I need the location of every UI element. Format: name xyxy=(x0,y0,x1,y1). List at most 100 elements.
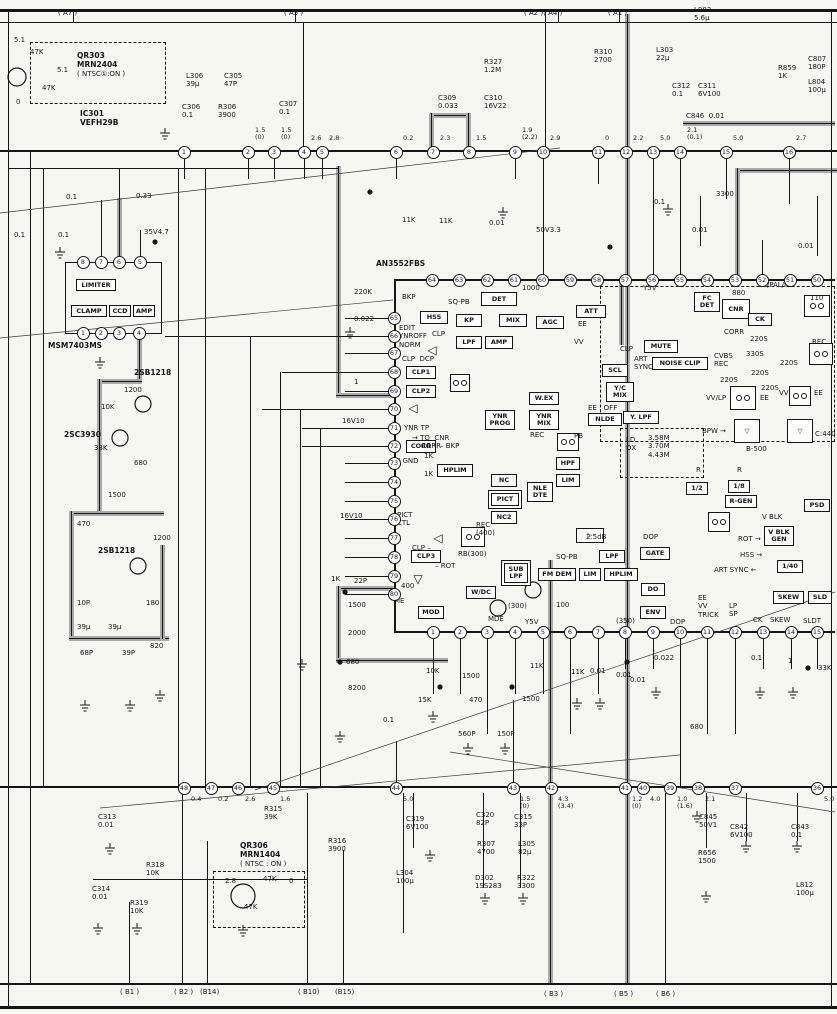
bus-core-wire xyxy=(336,660,448,661)
label-2sb1218: 2SB1218 xyxy=(134,368,172,377)
label-c-440: C:440 xyxy=(815,430,836,438)
pin-16-voltage: 2.7 xyxy=(796,134,807,142)
label-clp-dcp: CLP DCP xyxy=(402,355,434,363)
wire xyxy=(513,700,514,786)
label-ntsc-on: ( NTSC : ON ) xyxy=(240,860,287,868)
pin-5: 5 xyxy=(315,145,329,159)
label-l303: L303 22μ xyxy=(656,46,674,63)
ground-symbol xyxy=(93,923,103,935)
label-10k: 10K xyxy=(101,403,115,411)
label-0-1: 0.1 xyxy=(654,198,666,206)
wire xyxy=(700,196,701,246)
label-clp: CLP xyxy=(620,345,634,353)
block-noise-clip: NOISE CLIP xyxy=(652,357,708,370)
pin-14-voltage: 2.1 (0.1) xyxy=(687,126,703,142)
pin-64: 64 xyxy=(425,273,439,287)
label-470: 470 xyxy=(77,520,91,528)
label-0-01: 0.01 xyxy=(616,671,632,679)
ground-symbol xyxy=(692,811,702,823)
amp-symbol: ◁ xyxy=(427,342,437,357)
block-psd: PSD xyxy=(804,499,830,512)
label-11k: 11K xyxy=(439,217,453,225)
pin-11-voltage: 0 xyxy=(605,134,610,142)
bus-core-wire xyxy=(139,336,140,384)
pin-42: 42 xyxy=(544,781,558,795)
label-880: 880 xyxy=(732,289,746,297)
label-v-blk: V BLK xyxy=(762,513,783,521)
wire xyxy=(831,9,832,1007)
label-680: 680 xyxy=(690,723,704,731)
wire xyxy=(345,391,389,392)
switch-symbol xyxy=(461,527,485,547)
label-b10: ( B10) xyxy=(298,988,320,996)
wire xyxy=(165,336,389,337)
label-c807: C807 180P xyxy=(808,55,827,72)
pin-5: 5 xyxy=(133,255,147,269)
wire xyxy=(182,793,183,983)
ground-symbol xyxy=(160,128,170,140)
bus-core-wire xyxy=(69,638,169,639)
label-1: 1 xyxy=(354,378,359,386)
label-edit: EDIT YNROFF NORM xyxy=(399,324,427,349)
label-0-1: 0.1 xyxy=(58,231,70,239)
transistor-symbol xyxy=(524,581,542,599)
block-sub-lpf: SUB LPF xyxy=(504,563,528,583)
label-c306: C306 0.1 xyxy=(182,103,201,120)
label-sldt: SLDT xyxy=(803,617,822,625)
label-10k: 10K xyxy=(426,667,440,675)
ground-symbol xyxy=(663,204,673,216)
label-mde: MDE xyxy=(488,615,504,623)
ground-symbol xyxy=(155,690,165,702)
block-ck: CK xyxy=(748,313,772,326)
ground-symbol xyxy=(425,850,435,862)
wire xyxy=(433,639,434,694)
wire xyxy=(345,501,389,502)
label-rot: ROT → xyxy=(738,535,761,543)
label-r859: R859 1K xyxy=(778,64,797,81)
pin-44: 44 xyxy=(389,781,403,795)
label-to-cnr: → TO CNR CORR xyxy=(412,434,450,451)
label-1500: 1500 xyxy=(348,601,366,609)
pin-62: 62 xyxy=(480,273,494,287)
pin-69: 69 xyxy=(387,384,401,398)
label-lp: LP SP xyxy=(729,602,738,619)
label-0-022: 0.022 xyxy=(654,654,675,662)
wire xyxy=(0,150,837,152)
pin-12-voltage: 2.2 xyxy=(633,134,644,142)
wire xyxy=(303,22,304,151)
pin-11: 11 xyxy=(700,625,714,639)
label-ntsc-on: ( NTSC①:ON ) xyxy=(77,70,126,78)
transistor-symbol xyxy=(129,557,147,575)
pin-51: 51 xyxy=(783,273,797,287)
pin-54: 54 xyxy=(700,273,714,287)
wire xyxy=(343,850,344,983)
wire xyxy=(345,482,389,483)
junction-dot xyxy=(607,244,613,250)
pin-2: 2 xyxy=(453,625,467,639)
junction-dot xyxy=(624,659,630,665)
pin-68: 68 xyxy=(387,365,401,379)
wire xyxy=(8,168,338,169)
pin-10: 10 xyxy=(673,625,687,639)
pin-48-voltage: 0.4 xyxy=(191,795,202,803)
ground-symbol xyxy=(788,687,798,699)
block-nle-dte: NLE DTE xyxy=(527,482,553,502)
bus-core-wire xyxy=(162,545,163,639)
wire xyxy=(403,793,404,933)
bus-core-wire xyxy=(550,560,551,984)
pin-12: 12 xyxy=(619,145,633,159)
pin-52: 52 xyxy=(755,273,769,287)
label-560p: 560P xyxy=(458,730,476,738)
label-0-01: 0.01 xyxy=(590,667,606,675)
pin-41-voltage: 1.2 (0) xyxy=(632,795,643,811)
pin-2-voltage: 1.5 (0) xyxy=(255,126,266,142)
wire xyxy=(345,557,389,558)
label-3-58m: 3.58M 3.70M 4.43M xyxy=(648,434,670,459)
label-c845: C845 50V1 xyxy=(699,813,718,830)
label-ee-off: EE : OFF xyxy=(588,404,618,412)
block-r-gen: R-GEN xyxy=(725,495,757,508)
label-r318: R318 10K xyxy=(146,861,165,878)
block-ynr-prog: YNR PROG xyxy=(485,410,515,430)
block-fm-dem: FM DEM xyxy=(538,568,576,581)
wire xyxy=(543,639,544,694)
